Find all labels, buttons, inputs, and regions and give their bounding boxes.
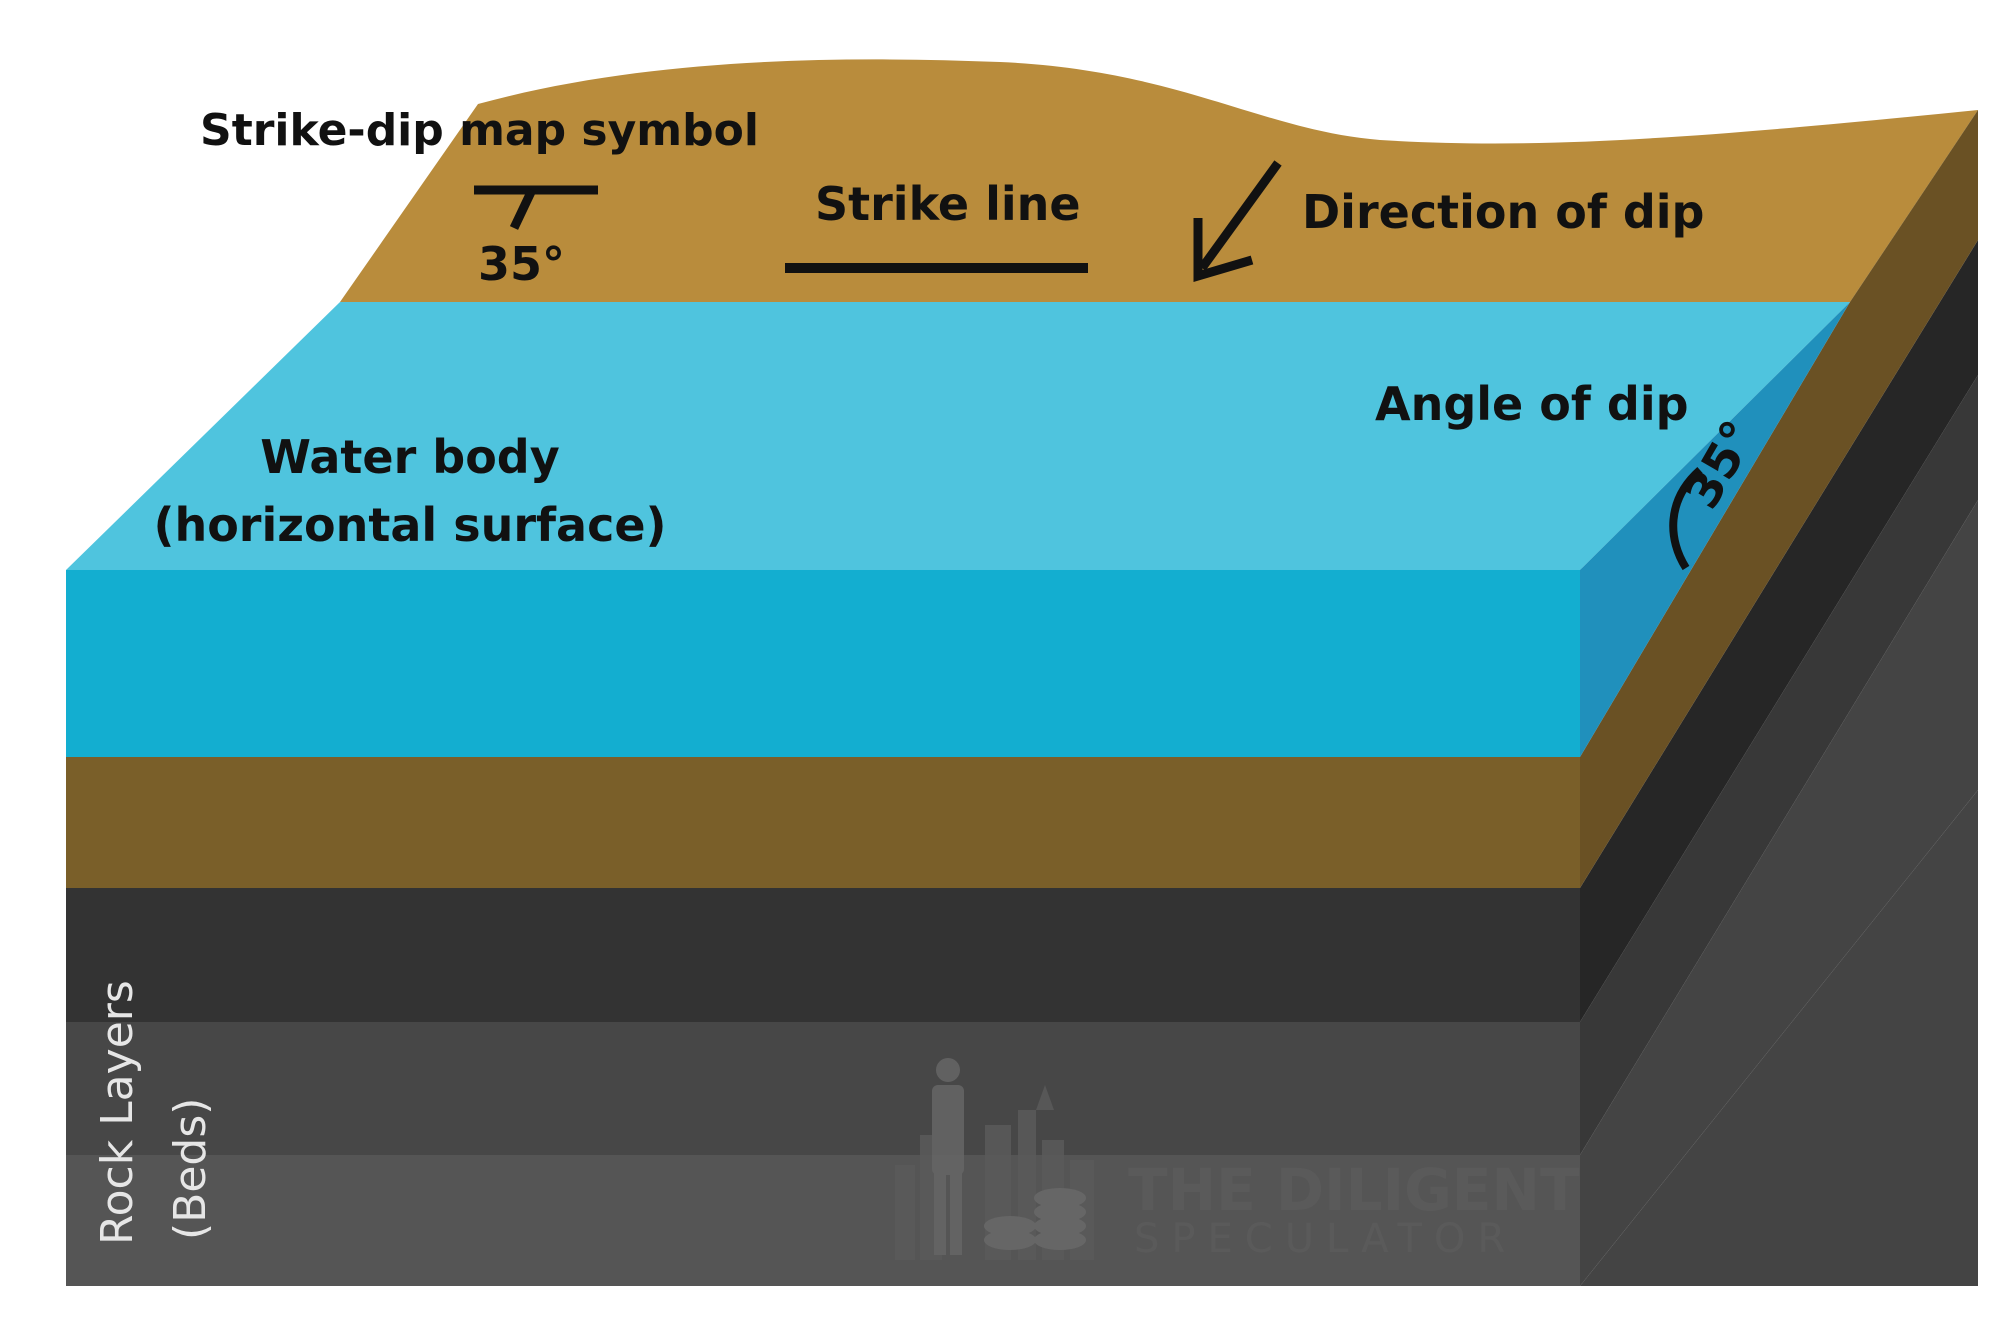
ground-top-surface — [340, 59, 1978, 302]
rock-layer-dark3-side-face — [1580, 500, 1978, 1286]
watermark-person-icon — [932, 1058, 964, 1255]
rock-layers-label-line1: Rock Layers — [92, 980, 143, 1245]
strike-dip-symbol-angle: 35° — [478, 237, 565, 291]
rock-layers-label-line2: (Beds) — [165, 1098, 216, 1240]
watermark-coins-icon — [984, 1188, 1086, 1250]
rock-layer-dark2-side — [1580, 375, 1978, 1155]
angle-of-dip-label: Angle of dip — [1375, 377, 1689, 431]
water-body-label-line2: (horizontal surface) — [153, 498, 666, 552]
rock-layer-dark1-front — [66, 888, 1580, 1022]
strike-line-label: Strike line — [815, 177, 1081, 231]
rock-layer-dark1-side — [1580, 240, 1978, 1022]
strike-dip-symbol-tick — [509, 188, 537, 230]
watermark-subtitle: SPECULATOR — [1134, 1216, 1517, 1262]
direction-of-dip-arrow-icon — [1193, 160, 1282, 283]
strike-dip-symbol-label: Strike-dip map symbol — [200, 105, 759, 156]
dip-angle-arc — [1669, 467, 1703, 571]
brown-layer-front — [66, 757, 1580, 888]
water-front-face — [66, 570, 1580, 757]
rock-layer-dark2-front — [66, 1022, 1580, 1155]
watermark-title: THE DILIGENT — [1128, 1156, 1580, 1224]
watermark-logo: THE DILIGENT SPECULATOR — [895, 1058, 1580, 1262]
brown-layer-side — [1580, 110, 1978, 888]
rock-layer-dark3-front — [66, 1155, 1580, 1286]
direction-of-dip-label: Direction of dip — [1302, 185, 1704, 239]
water-side-slope — [1580, 302, 1850, 757]
water-body-label-line1: Water body — [260, 430, 559, 484]
water-top-surface — [66, 302, 1850, 570]
